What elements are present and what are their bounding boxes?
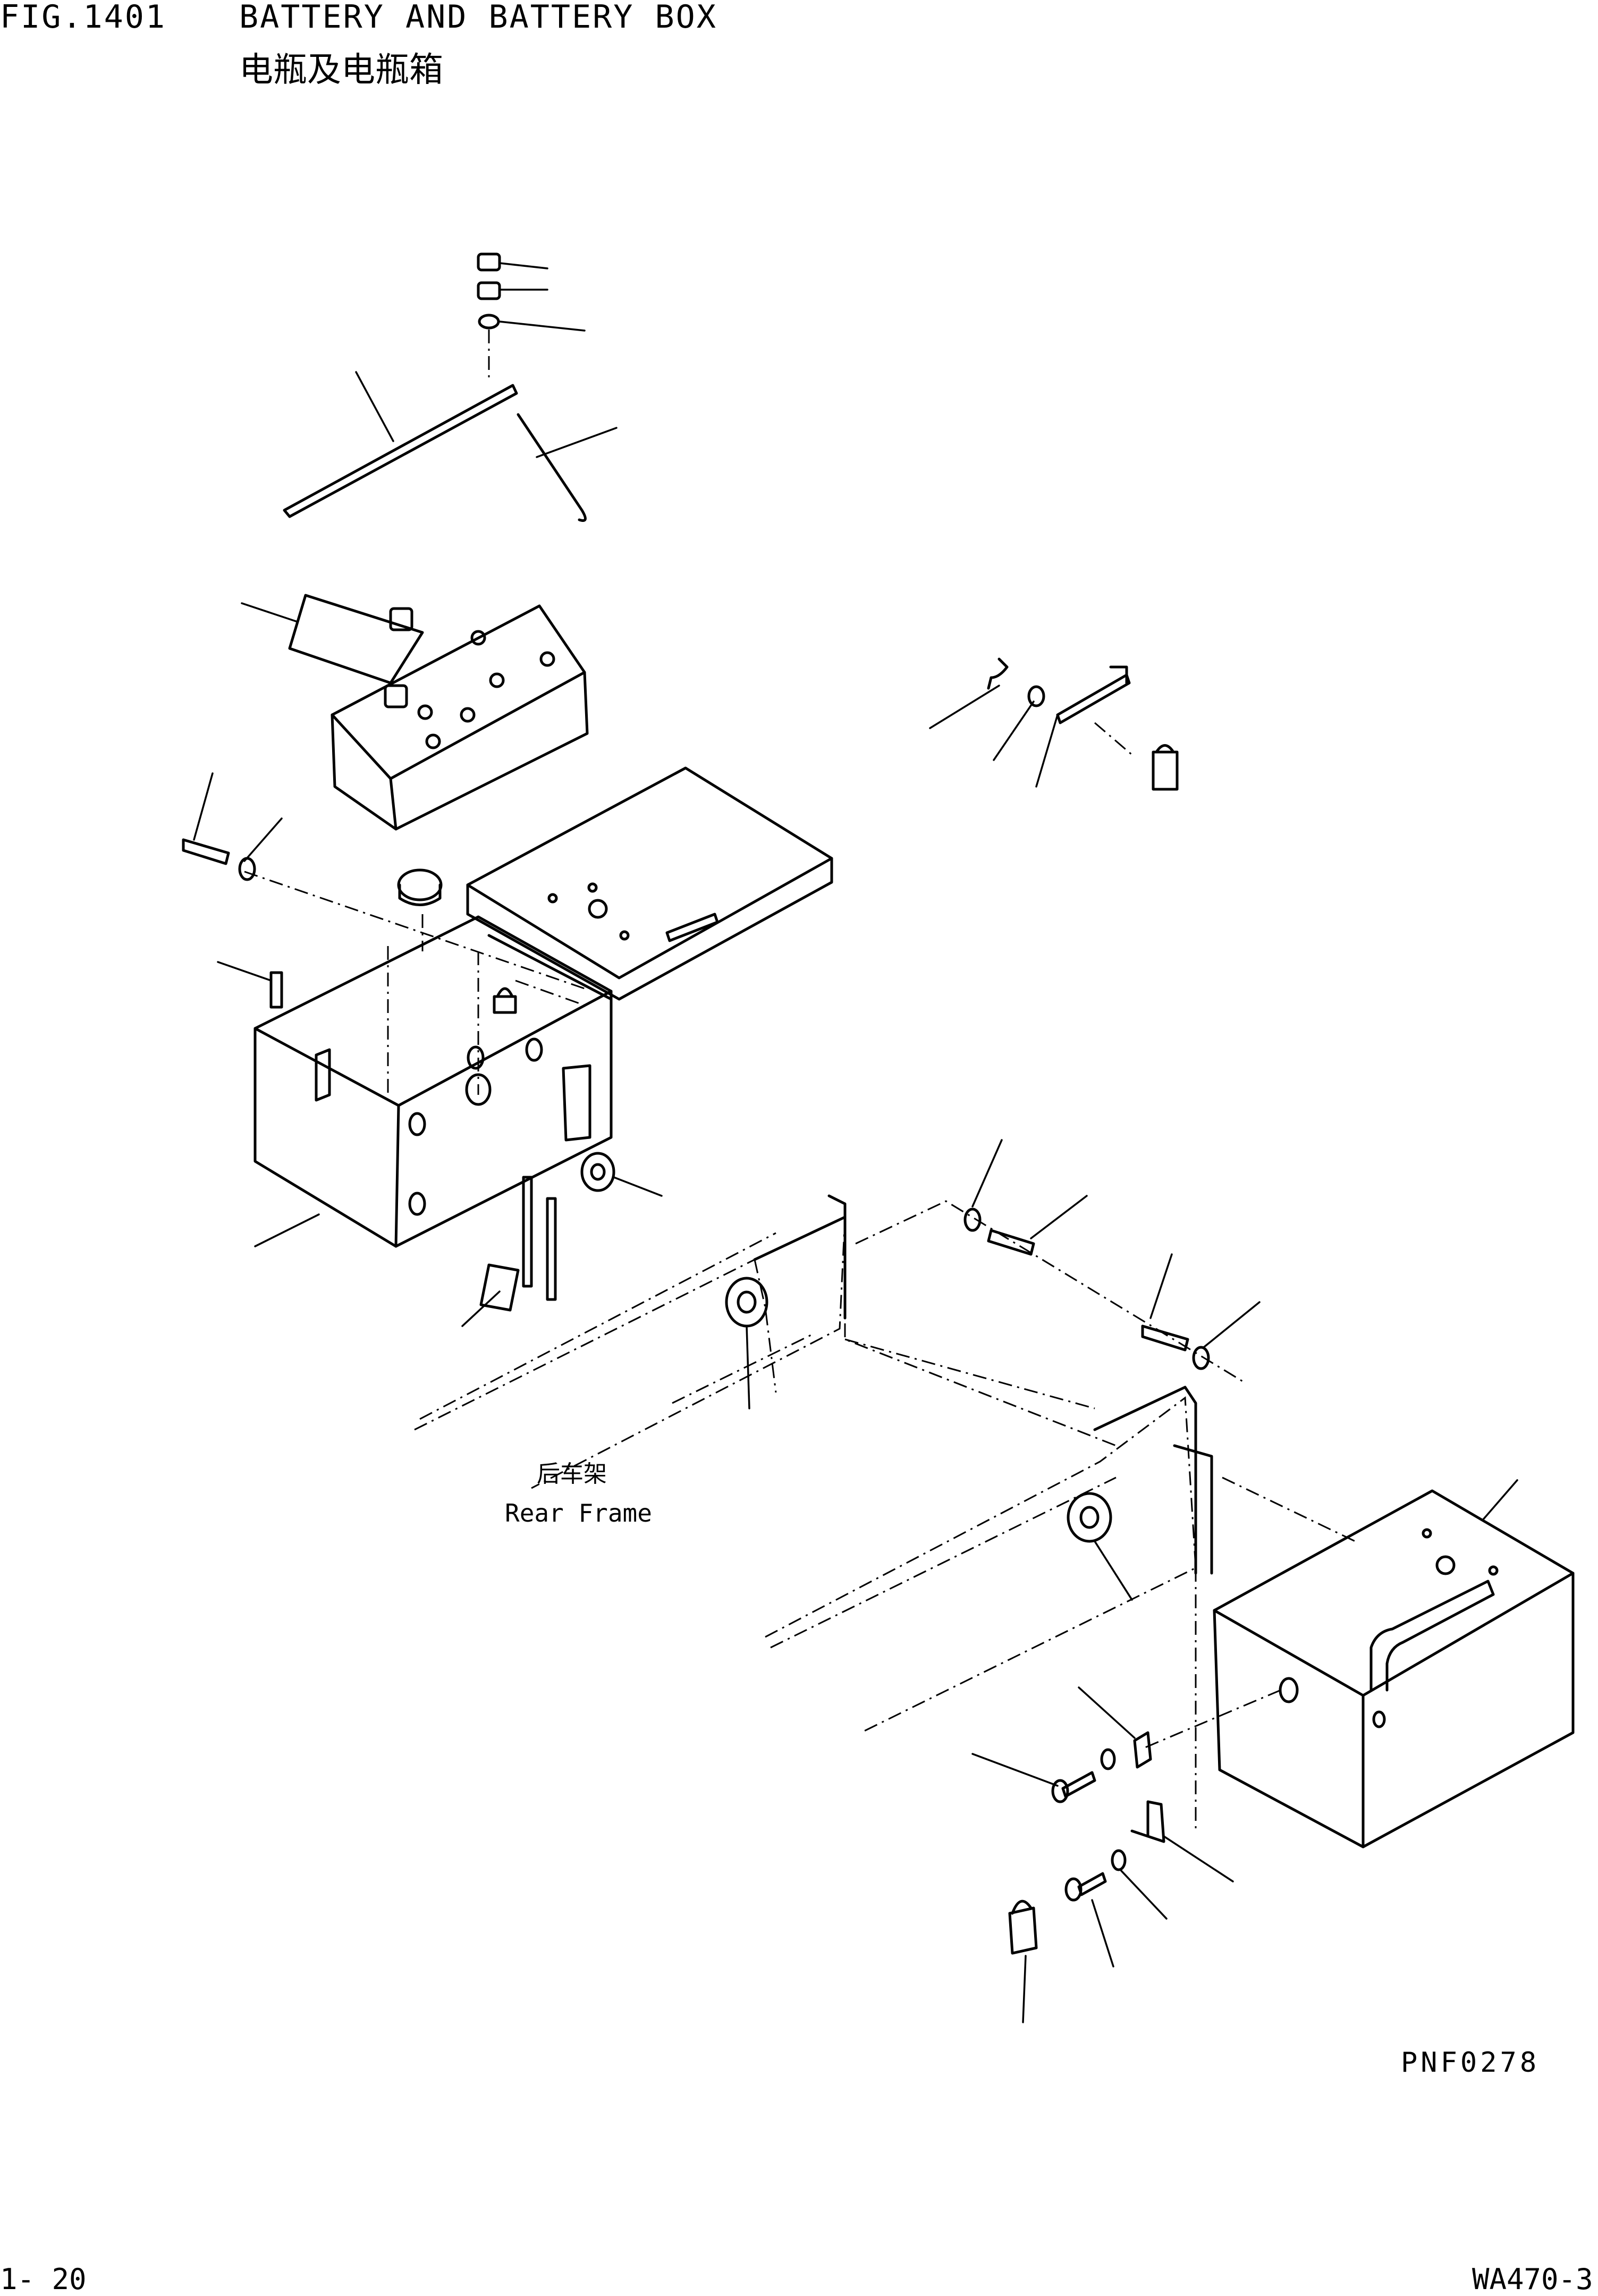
battery-cable-upper [929,657,1179,791]
frame-bracket-left [753,1194,847,1320]
drawing-code: PNF0278 [1401,2047,1540,2079]
grommet-frame [725,1277,768,1409]
bolt-washer-middle [963,1139,1088,1256]
figure-title: BATTERY AND BATTERY BOX [239,0,717,36]
lock-plate [1078,1686,1152,1769]
model-code: WA470-3 [1472,2263,1593,2296]
frame-bracket-right [1093,1386,1213,1575]
bolt-lower-1 [971,1748,1116,1803]
page-number: 1- 20 [0,2263,87,2296]
bolt-washer-right [1141,1253,1261,1370]
battery-box-right [1142,1479,1575,1848]
terminal-nuts [477,252,586,377]
figure-number: FIG.1401 [0,0,166,36]
lock-symbol-left [493,980,590,1014]
small-screw [217,961,283,1009]
battery-hold-down-rod [283,371,618,522]
rear-frame-label: Rear Frame [505,1499,652,1527]
bolt-lower-2 [1064,1849,1168,1968]
rear-frame-label-chinese: 后车架 [537,1461,607,1488]
figure-title-chinese: 电瓶及电瓶箱 [239,50,443,90]
battery [241,594,589,831]
battery-terminals [461,1176,557,1327]
battery-box-lid-left [466,766,833,1001]
battery-box-left [253,915,613,1248]
bracket-lower [1130,1800,1234,1883]
padlock-key [1008,1900,1038,2023]
grommet-right [1067,1492,1133,1601]
grommet-left [580,1152,663,1197]
bolt-washer-left [182,772,585,990]
